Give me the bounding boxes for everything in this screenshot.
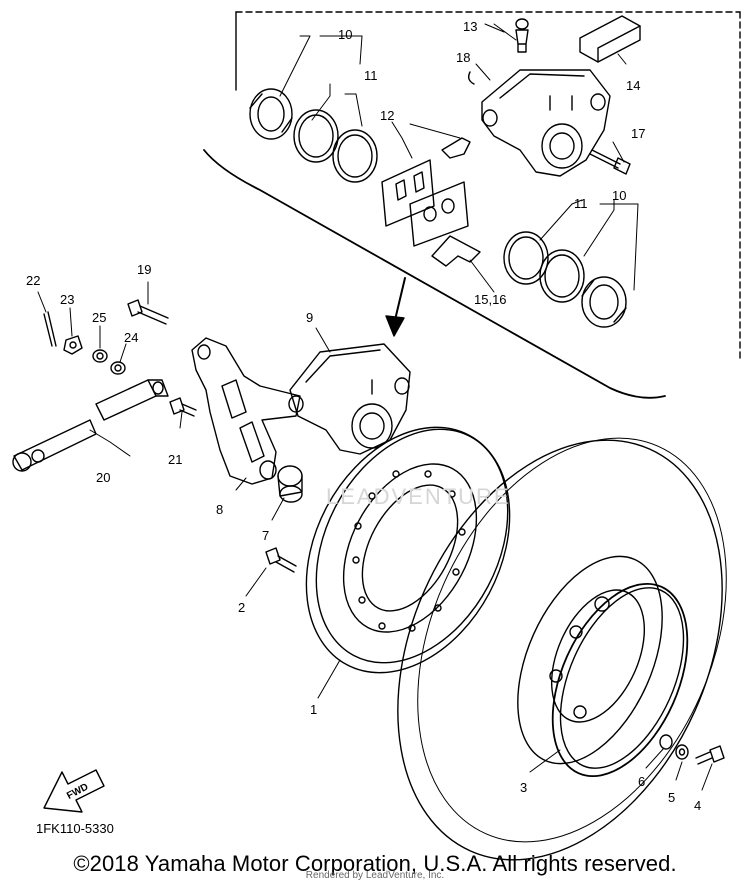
torque-stay <box>12 379 169 472</box>
callout-25: 25 <box>92 310 106 325</box>
fwd-arrow-icon: FWD <box>43 769 105 813</box>
seal-lower-a <box>503 231 549 285</box>
sprocket-ring <box>551 582 689 778</box>
callout-13: 13 <box>463 19 477 34</box>
callout-3: 3 <box>520 780 527 795</box>
watermark-logo: LEADVENTURE <box>326 484 511 509</box>
pad-cover <box>579 15 641 63</box>
piston-upper <box>249 88 293 140</box>
pin-clip <box>467 71 475 85</box>
seal-lower-b <box>539 249 585 303</box>
callout-19: 19 <box>137 262 151 277</box>
callout-15-16: 15,16 <box>474 292 507 307</box>
caliper-assembled <box>288 343 411 455</box>
copyright-notice: ©2018 Yamaha Motor Corporation, U.S.A. A… <box>73 851 677 876</box>
callout-9: 9 <box>306 310 313 325</box>
disc-bolt <box>265 547 297 573</box>
cotter-pin <box>43 311 57 347</box>
callout-17: 17 <box>631 126 645 141</box>
nut <box>63 335 83 355</box>
washer-25 <box>92 349 108 363</box>
callout-21: 21 <box>168 452 182 467</box>
callout-20: 20 <box>96 470 110 485</box>
callout-24: 24 <box>124 330 138 345</box>
caliper-bolt <box>589 149 631 175</box>
callout-8: 8 <box>216 502 223 517</box>
callout-22: 22 <box>26 273 40 288</box>
callout-1: 1 <box>310 702 317 717</box>
callout-4: 4 <box>694 798 701 813</box>
plate-washer <box>659 734 673 750</box>
callout-14: 14 <box>626 78 640 93</box>
seal-upper-b <box>332 129 378 183</box>
collar <box>277 465 303 503</box>
callout-7: 7 <box>262 528 269 543</box>
lock-washer <box>675 744 689 760</box>
pad-spring <box>431 235 481 267</box>
callout-2: 2 <box>238 600 245 615</box>
stay-bolt <box>169 397 197 417</box>
callout-11-lower: 11 <box>574 196 588 211</box>
caliper-body-upper <box>481 69 611 177</box>
callout-12: 12 <box>380 108 394 123</box>
callout-18: 18 <box>456 50 470 65</box>
rear-wheel <box>397 437 727 861</box>
callout-6: 6 <box>638 774 645 789</box>
callout-10-upper: 10 <box>338 27 352 42</box>
seal-upper-a <box>293 109 339 163</box>
callout-11-upper: 11 <box>364 68 378 83</box>
brake-pad-left <box>381 159 435 227</box>
washer-24 <box>110 361 126 375</box>
bracket-bolt <box>127 299 169 325</box>
ring-bolt <box>695 745 725 765</box>
pad-clip <box>441 137 471 159</box>
brake-pad-right <box>409 181 469 247</box>
caliper-bracket <box>191 337 301 485</box>
bleed-screw <box>515 18 529 53</box>
rendered-by-notice: Rendered by LeadVenture, Inc. <box>305 870 445 881</box>
callout-labels: 10 11 12 13 14 18 17 11 10 15,16 19 22 2… <box>26 19 701 813</box>
callout-5: 5 <box>668 790 675 805</box>
part-code: 1FK110-5330 <box>36 821 114 836</box>
callout-10-lower: 10 <box>612 188 626 203</box>
caliper-parts-box <box>203 11 741 399</box>
piston-lower <box>581 276 627 328</box>
leader-lines <box>37 23 713 791</box>
brake-disc <box>305 426 511 674</box>
callout-23: 23 <box>60 292 74 307</box>
